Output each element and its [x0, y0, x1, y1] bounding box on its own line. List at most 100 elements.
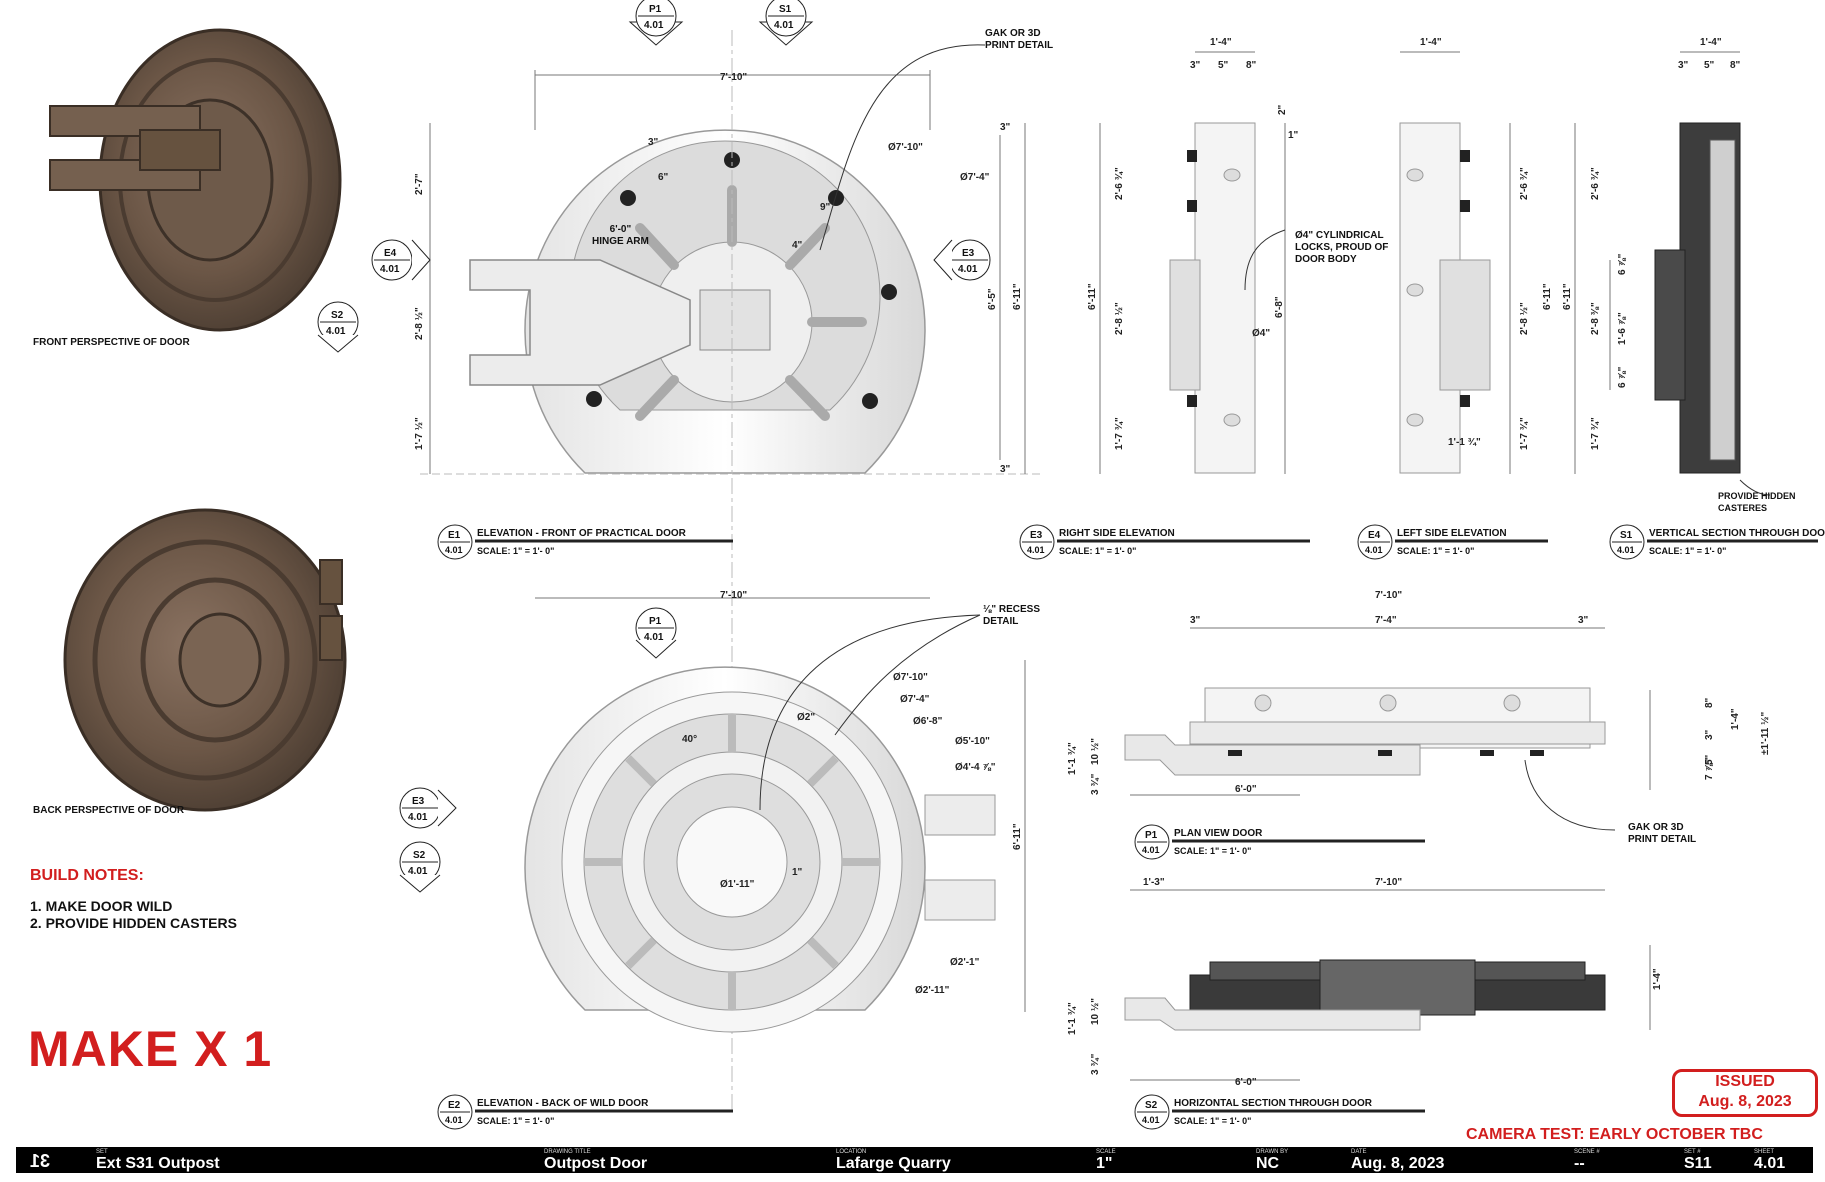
- e3-h-overall: 6'-11": [1087, 283, 1098, 310]
- view-title-e1: E1 4.01 ELEVATION - FRONT OF PRACTICAL D…: [437, 524, 733, 560]
- svg-text:S2: S2: [331, 310, 344, 321]
- svg-text:4.01: 4.01: [408, 866, 428, 877]
- e2-d8: Ø1'-11": [720, 879, 755, 890]
- casters-note: PROVIDE HIDDEN CASTERES: [1718, 491, 1796, 513]
- s1-h-overall: 6'-11": [1562, 283, 1573, 310]
- issued-stamp: ISSUED Aug. 8, 2023: [1672, 1069, 1818, 1117]
- e3-h1: 2'-6 ¾": [1114, 167, 1125, 200]
- p1-v3: 5": [1704, 754, 1715, 765]
- svg-text:4.01: 4.01: [1142, 845, 1160, 855]
- p1-arm: 6'-0": [1235, 784, 1257, 795]
- svg-text:4.01: 4.01: [644, 632, 664, 643]
- front-elevation-drawing: [420, 30, 1040, 1110]
- svg-text:4.01: 4.01: [1365, 545, 1383, 555]
- e3-h2: 2'-8 ½": [1114, 302, 1125, 335]
- e2-width: 7'-10": [720, 590, 747, 601]
- p1-left: 3": [1190, 615, 1201, 626]
- s1-x3: 6 ⅞": [1617, 366, 1628, 388]
- gak-note-top: GAK OR 3D PRINT DETAIL: [985, 28, 1054, 51]
- e2-d5: Ø4'-4 ⅞": [955, 762, 996, 773]
- callout-p1-mid: P1 4.01: [635, 607, 677, 659]
- svg-text:SCALE: 1" = 1'- 0": SCALE: 1" = 1'- 0": [477, 546, 554, 556]
- svg-text:ELEVATION - FRONT OF PRACTICAL: ELEVATION - FRONT OF PRACTICAL DOOR: [477, 528, 687, 539]
- svg-text:4.01: 4.01: [1142, 1115, 1160, 1125]
- view-title-s1: S1 4.01 VERTICAL SECTION THROUGH DOOR SC…: [1609, 524, 1825, 560]
- p1-s3: 3 ¾": [1090, 773, 1101, 795]
- e1-width-dim: 7'-10": [720, 72, 747, 83]
- e3-h3: 1'-7 ¾": [1114, 417, 1125, 450]
- e1-bolt: 9": [820, 202, 831, 213]
- svg-text:PLAN VIEW DOOR: PLAN VIEW DOOR: [1174, 828, 1263, 839]
- s1-h2: 2'-8 ⅜": [1590, 302, 1601, 335]
- svg-text:SCALE: 1" = 1'- 0": SCALE: 1" = 1'- 0": [477, 1116, 554, 1126]
- svg-text:E4: E4: [384, 248, 397, 259]
- e1-h2: 2'-8 ½": [414, 307, 425, 340]
- title-sheet: SHEET 4.01: [1754, 1149, 1786, 1172]
- e2-gap: 1": [792, 867, 803, 878]
- s2-s3: 3 ¾": [1090, 1053, 1101, 1075]
- title-set: SET Ext S31 Outpost: [96, 1149, 220, 1172]
- e1-h3: 1'-7 ½": [414, 417, 425, 450]
- svg-text:ELEVATION - BACK OF WILD DOOR: ELEVATION - BACK OF WILD DOOR: [477, 1098, 649, 1109]
- build-note-item: 2. PROVIDE HIDDEN CASTERS: [30, 915, 237, 931]
- svg-text:RIGHT SIDE ELEVATION: RIGHT SIDE ELEVATION: [1059, 528, 1175, 539]
- leader-lines: [759, 44, 1771, 831]
- make-quantity: MAKE X 1: [28, 1021, 273, 1077]
- e1-h-total: 6'-5": [987, 288, 998, 310]
- svg-text:E2: E2: [448, 1100, 461, 1111]
- svg-text:SCALE: 1" = 1'- 0": SCALE: 1" = 1'- 0": [1397, 546, 1474, 556]
- front-perspective-label: FRONT PERSPECTIVE OF DOOR: [33, 337, 190, 348]
- back-elevation-drawing: [524, 597, 1026, 1033]
- title-block: 31 SET Ext S31 Outpost DRAWING TITLE Out…: [16, 1147, 1813, 1173]
- locks-note: Ø4" CYLINDRICAL LOCKS, PROUD OF DOOR BOD…: [1295, 230, 1389, 265]
- e3-a: 3": [1190, 60, 1201, 71]
- title-set-number: SET # S11: [1684, 1149, 1712, 1172]
- e2-d9: Ø2": [797, 712, 815, 723]
- view-title-s2: S2 4.01 HORIZONTAL SECTION THROUGH DOOR …: [1134, 1094, 1425, 1130]
- right-side-elevation-drawing: [1099, 51, 1286, 474]
- view-title-p1: P1 4.01 PLAN VIEW DOOR SCALE: 1" = 1'- 0…: [1134, 824, 1425, 860]
- callout-e3: E3 4.01: [933, 239, 991, 281]
- p1-v4: 7 ⅞": [1704, 758, 1715, 780]
- svg-text:4.01: 4.01: [445, 1115, 463, 1125]
- title-scale: SCALE 1": [1096, 1149, 1116, 1172]
- e3-c: 8": [1246, 60, 1257, 71]
- s2-width: 7'-10": [1375, 877, 1402, 888]
- svg-text:4.01: 4.01: [445, 545, 463, 555]
- callout-s2: S2 4.01: [317, 301, 359, 353]
- e1-small: 4": [792, 240, 803, 251]
- p1-v2: 3": [1704, 729, 1715, 740]
- e1-diameter-1: Ø7'-10": [888, 142, 923, 153]
- e3-h4: 6'-8": [1274, 296, 1285, 318]
- build-notes-title: BUILD NOTES:: [30, 867, 144, 884]
- s1-a: 3": [1678, 60, 1689, 71]
- view-title-e4: E4 4.01 LEFT SIDE ELEVATION SCALE: 1" = …: [1357, 524, 1548, 560]
- svg-text:4.01: 4.01: [1617, 545, 1635, 555]
- svg-text:4.01: 4.01: [774, 20, 794, 31]
- svg-text:E3: E3: [962, 248, 975, 259]
- back-perspective-label: BACK PERSPECTIVE OF DOOR: [33, 805, 185, 816]
- title-scene: SCENE # --: [1574, 1149, 1600, 1172]
- e2-d7: Ø2'-11": [915, 985, 950, 996]
- s1-c: 8": [1730, 60, 1741, 71]
- e3-lock: Ø4": [1252, 328, 1270, 339]
- s1-width: 1'-4": [1700, 37, 1722, 48]
- e2-d2: Ø7'-4": [900, 694, 930, 705]
- e3-b: 5": [1218, 60, 1229, 71]
- svg-text:SCALE: 1" = 1'- 0": SCALE: 1" = 1'- 0": [1059, 546, 1136, 556]
- svg-text:S2: S2: [1145, 1100, 1158, 1111]
- title-drawing: DRAWING TITLE Outpost Door: [544, 1149, 648, 1172]
- e1-h-overall: 6'-11": [1012, 283, 1023, 310]
- e3-t2: 1": [1288, 130, 1299, 141]
- e3-t1: 2": [1277, 104, 1288, 115]
- e3-width: 1'-4": [1210, 37, 1232, 48]
- svg-text:SCALE: 1" = 1'- 0": SCALE: 1" = 1'- 0": [1174, 1116, 1251, 1126]
- callout-s1-top: S1 4.01: [758, 0, 814, 46]
- svg-text:E4: E4: [1368, 530, 1381, 541]
- p1-s2: 10 ½": [1090, 738, 1101, 765]
- e1-diameter-2: Ø7'-4": [960, 172, 990, 183]
- dimension-texts: 7'-10" Ø7'-10" Ø7'-4" 2'-7" 2'-8 ½" 1'-7…: [414, 37, 1771, 1088]
- e1-h1: 2'-7": [414, 173, 425, 195]
